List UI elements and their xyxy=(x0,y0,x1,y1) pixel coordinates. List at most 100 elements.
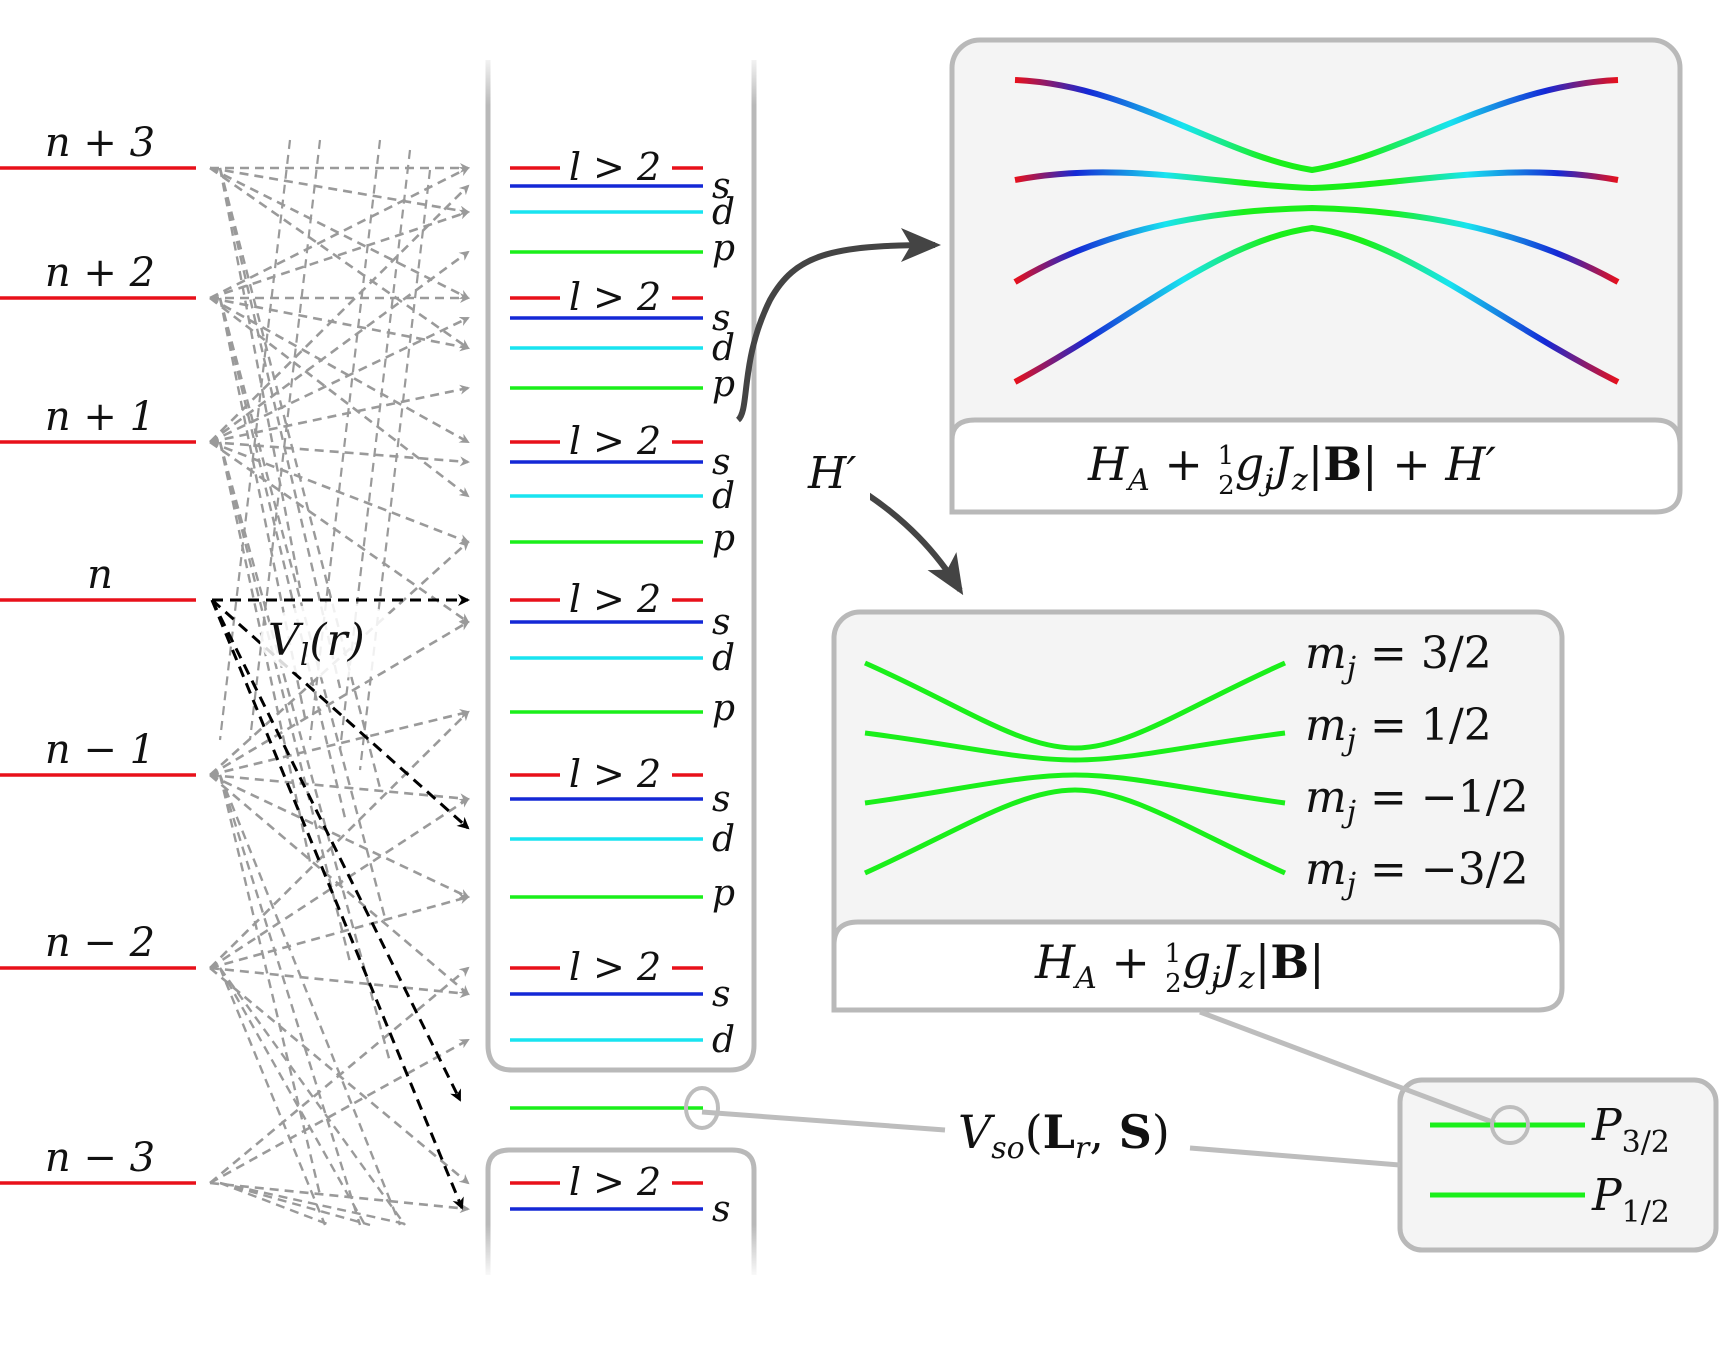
spin-orbit-connector: Vso(Lr, S) xyxy=(684,1009,1496,1168)
coupling-arrow-gray xyxy=(209,440,470,624)
l-gt-2-label: l > 2 xyxy=(569,419,661,463)
background-boxes xyxy=(480,37,1719,1280)
p32-label: P3/2 xyxy=(1591,1100,1670,1160)
coupling-arrow-gray xyxy=(209,773,470,899)
coupling-arrow-black xyxy=(211,598,470,830)
sublevel-label-p: p xyxy=(712,518,735,559)
coupling-arrow-gray xyxy=(209,250,470,444)
sublevel-label-s: s xyxy=(712,166,730,207)
coupling-fan-gray xyxy=(218,774,322,1196)
sublevel-label-d: d xyxy=(712,328,735,369)
top-curve-2 xyxy=(1014,169,1619,192)
l-gt-2-label: l > 2 xyxy=(569,752,661,796)
p12-label: P1/2 xyxy=(1591,1170,1670,1230)
mid-curve-2 xyxy=(864,730,1286,763)
coupling-arrow-gray xyxy=(209,966,470,1184)
unperturbed-level-label: n + 2 xyxy=(45,250,155,296)
coupling-arrows xyxy=(209,139,470,1227)
coupling-fan-gray xyxy=(218,774,362,1226)
unperturbed-level-label: n + 3 xyxy=(45,120,155,166)
coupling-arrow-gray xyxy=(209,710,470,969)
middle-box-formula-panel xyxy=(831,919,1565,1013)
mj-label: mj = 1/2 xyxy=(1305,700,1492,758)
coupling-fan-gray xyxy=(218,774,402,1226)
top-curve-4 xyxy=(1013,224,1620,385)
coupling-arrow-gray xyxy=(209,296,470,498)
levels-column-frame xyxy=(485,60,757,1073)
sublevel-label-s: s xyxy=(712,602,730,643)
potential-argument: (r) xyxy=(309,615,364,666)
mj-label: mj = −3/2 xyxy=(1305,844,1529,902)
sublevel-label-s: s xyxy=(712,974,730,1015)
sublevel-label-d: d xyxy=(712,638,735,679)
coupling-arrow-gray xyxy=(209,440,470,467)
middle-box: mj = 3/2mj = 1/2mj = −1/2mj = −3/2 HA + … xyxy=(863,628,1529,999)
sublevel-label-d: d xyxy=(712,192,735,233)
sublevel-label-p: p xyxy=(712,873,735,914)
top-box-formula-panel xyxy=(949,417,1683,515)
coupling-arrow-gray xyxy=(209,966,470,999)
coupling-arrow-gray xyxy=(209,797,470,970)
top-curve-1 xyxy=(1014,77,1619,174)
arrow-to-middle-box xyxy=(866,492,964,596)
spin-orbit-circle-left xyxy=(684,1086,720,1130)
coupling-fan-gray xyxy=(219,1181,331,1227)
unperturbed-level-label: n − 2 xyxy=(45,920,155,966)
perturbation-arrows: H′ xyxy=(735,228,964,596)
potential-symbol: V xyxy=(268,615,304,666)
l-gt-2-label: l > 2 xyxy=(569,1160,661,1204)
coupling-fan-gray xyxy=(219,967,406,1226)
mj-label: mj = −1/2 xyxy=(1305,772,1529,830)
l-gt-2-label: l > 2 xyxy=(569,945,661,989)
coupling-fan-gray xyxy=(218,297,307,719)
coupling-arrow-gray xyxy=(209,296,470,444)
unperturbed-level-label: n − 3 xyxy=(45,1135,155,1181)
coupling-arrow-gray xyxy=(209,184,470,443)
unperturbed-level-label: n xyxy=(87,552,113,598)
potential-subscript: l xyxy=(300,638,310,673)
levels-column-lower-frame xyxy=(485,1147,757,1275)
coupling-arrow-gray xyxy=(209,620,470,777)
mid-curve-4 xyxy=(863,787,1287,876)
coupling-arrow-gray xyxy=(209,166,470,350)
unperturbed-level-label: n + 1 xyxy=(45,394,155,440)
sublevel-label-s: s xyxy=(712,298,730,339)
coupling-arrow-gray xyxy=(209,440,470,544)
l-gt-2-label: l > 2 xyxy=(569,577,661,621)
sublevel-label-d: d xyxy=(712,1020,735,1061)
spin-orbit-circle-right xyxy=(1490,1105,1530,1145)
coupling-arrow-black xyxy=(210,599,462,1102)
sublevel-label-d: d xyxy=(712,819,735,860)
sublevel-label-p: p xyxy=(712,228,735,269)
sublevel-label-p: p xyxy=(712,364,735,405)
top-curve-3 xyxy=(1013,204,1620,285)
coupling-fan-gray xyxy=(218,167,302,589)
sublevel-label-s: s xyxy=(712,442,730,483)
fine-structure-box: P3/2 P1/2 xyxy=(1430,1100,1670,1230)
coupling-fan-gray xyxy=(218,967,367,1226)
spin-orbit-label: Vso(Lr, S) xyxy=(958,1105,1170,1166)
coupling-fan-gray xyxy=(218,967,327,1226)
mid-curve-3 xyxy=(864,772,1286,806)
sublevel-label-s: s xyxy=(712,1189,730,1230)
l-gt-2-label: l > 2 xyxy=(569,145,661,189)
coupling-arrow-gray xyxy=(209,209,470,300)
coupling-arrow-gray xyxy=(209,316,470,444)
coupling-fan-gray xyxy=(219,1181,411,1227)
coupling-fan-gray xyxy=(218,297,347,819)
coupling-arrow-black xyxy=(210,599,464,1210)
coupling-arrow-gray xyxy=(209,773,470,804)
coupling-arrow-gray xyxy=(209,709,470,777)
perturbation-label: H′ xyxy=(807,448,856,499)
coupling-fan-gray xyxy=(218,441,352,963)
sublevel-label-p: p xyxy=(712,688,735,729)
unperturbed-level-label: n − 1 xyxy=(45,727,155,773)
arrow-to-top-box xyxy=(735,228,941,423)
coupling-arrow-gray xyxy=(209,1038,470,1185)
coupling-arrow-gray xyxy=(209,1181,470,1214)
sublevel-label-d: d xyxy=(712,476,735,517)
